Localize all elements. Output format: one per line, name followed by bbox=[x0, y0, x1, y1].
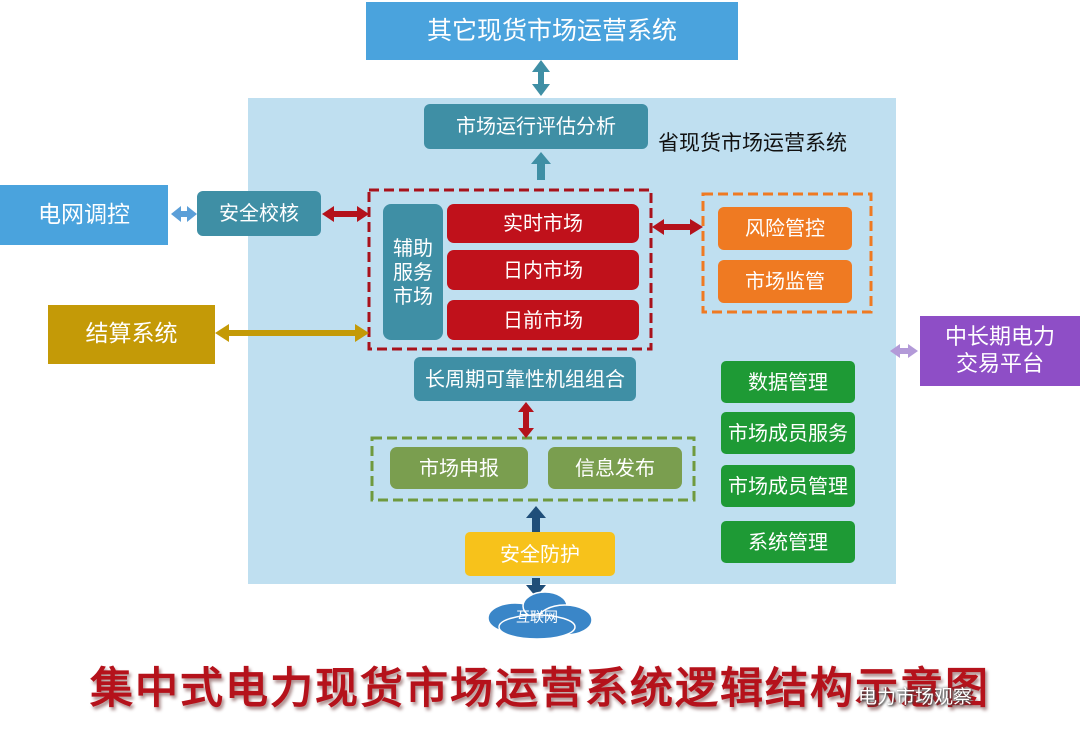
intraday-market-box: 日内市场 bbox=[447, 250, 639, 290]
long-cycle-unit-commitment-box: 长周期可靠性机组组合 bbox=[414, 357, 636, 401]
data-management-box: 数据管理 bbox=[721, 361, 855, 403]
market-eval-box: 市场运行评估分析 bbox=[424, 104, 648, 149]
ancillary-service-market-box: 辅助 服务 市场 bbox=[383, 204, 443, 340]
member-service-box: 市场成员服务 bbox=[721, 412, 855, 454]
arrow-settlement-market bbox=[215, 324, 369, 342]
other-spot-system-box: 其它现货市场运营系统 bbox=[366, 2, 738, 60]
market-supervision-box: 市场监管 bbox=[718, 260, 852, 303]
ancillary-line-3: 市场 bbox=[393, 284, 433, 308]
arrow-publication-protection bbox=[526, 506, 546, 532]
member-management-box: 市场成员管理 bbox=[721, 465, 855, 507]
grid-dispatch-box: 电网调控 bbox=[0, 185, 168, 245]
security-protection-box: 安全防护 bbox=[465, 532, 615, 576]
supervision-group-frame bbox=[701, 192, 873, 314]
arrow-longcycle-publication bbox=[518, 402, 534, 438]
arrow-market-supervision bbox=[652, 219, 703, 235]
settlement-system-box: 结算系统 bbox=[48, 305, 215, 364]
publication-group-frame bbox=[370, 436, 696, 502]
security-check-box: 安全校核 bbox=[197, 191, 321, 236]
risk-control-box: 风险管控 bbox=[718, 207, 852, 250]
system-management-box: 系统管理 bbox=[721, 521, 855, 563]
arrow-protection-internet bbox=[526, 578, 546, 597]
watermark-text: 电力市场观察 bbox=[858, 686, 973, 708]
internet-cloud-icon bbox=[487, 591, 593, 640]
arrow-midlong-panel bbox=[890, 344, 918, 358]
core-market-group-frame bbox=[367, 188, 653, 351]
mid-long-line-1: 中长期电力 bbox=[944, 324, 1055, 350]
market-bidding-box: 市场申报 bbox=[390, 447, 528, 489]
arrow-to-market-eval bbox=[531, 152, 551, 180]
arrow-other-spot bbox=[532, 60, 550, 96]
ancillary-line-2: 服务 bbox=[393, 260, 433, 284]
diagram-title: 集中式电力现货市场运营系统逻辑结构示意图 bbox=[90, 664, 990, 714]
mid-long-trading-platform-box: 中长期电力 交易平台 bbox=[920, 316, 1080, 386]
dayahead-market-box: 日前市场 bbox=[447, 300, 639, 340]
internet-label: 互联网 bbox=[516, 610, 558, 627]
arrow-security-market bbox=[322, 206, 369, 222]
ancillary-line-1: 辅助 bbox=[393, 236, 433, 260]
realtime-market-box: 实时市场 bbox=[447, 204, 639, 243]
info-release-box: 信息发布 bbox=[548, 447, 682, 489]
mid-long-line-2: 交易平台 bbox=[955, 352, 1044, 377]
arrow-grid-security bbox=[171, 206, 197, 222]
province-system-label: 省现货市场运营系统 bbox=[658, 130, 847, 155]
